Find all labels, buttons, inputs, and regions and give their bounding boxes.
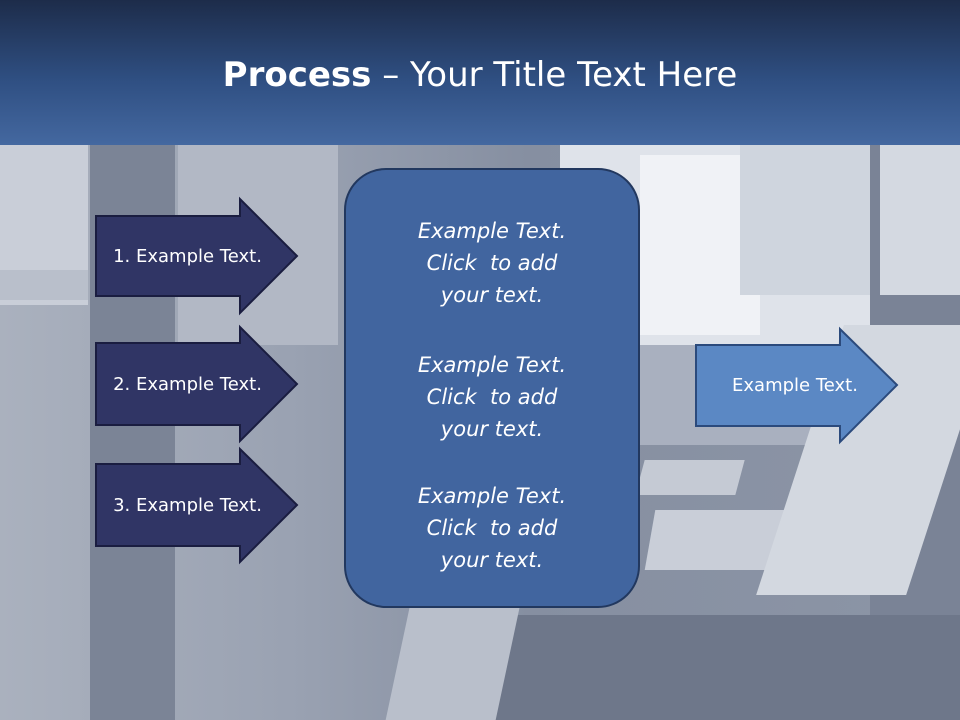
center-text-line: your text. [440, 548, 544, 572]
center-text-box[interactable]: Example Text. Click to add your text. Ex… [344, 168, 640, 608]
center-text-block-2: Example Text. Click to add your text. [346, 349, 638, 445]
slide-title[interactable]: Process – Your Title Text Here [0, 52, 960, 98]
left-arrow-1[interactable]: 1. Example Text. [95, 196, 300, 316]
center-text-line: your text. [440, 417, 544, 441]
arrow-shape-1 [95, 196, 299, 316]
right-arrow[interactable]: Example Text. [695, 326, 900, 445]
center-text-line: Click to add [426, 251, 558, 275]
center-text-line: your text. [440, 283, 544, 307]
left-arrow-label-1: 1. Example Text. [113, 245, 262, 267]
center-text-line: Click to add [426, 516, 558, 540]
title-separator: – [371, 55, 411, 95]
center-text-line: Example Text. [417, 219, 567, 243]
arrow-shape-3 [95, 446, 299, 565]
title-rest: Your Title Text Here [410, 55, 738, 95]
left-arrow-3[interactable]: 3. Example Text. [95, 446, 300, 565]
title-bold: Process [222, 55, 372, 95]
right-arrow-label: Example Text. [732, 374, 858, 396]
center-text-block-1: Example Text. Click to add your text. [346, 215, 638, 311]
center-text-line: Example Text. [417, 353, 567, 377]
center-text-block-3: Example Text. Click to add your text. [346, 480, 638, 576]
left-arrow-label-3: 3. Example Text. [113, 494, 262, 516]
header-bar [0, 0, 960, 145]
right-arrow-shape [695, 326, 899, 445]
arrow-shape-2 [95, 324, 299, 444]
center-text-line: Example Text. [417, 484, 567, 508]
left-arrow-label-2: 2. Example Text. [113, 373, 262, 395]
left-arrow-2[interactable]: 2. Example Text. [95, 324, 300, 444]
center-text-line: Click to add [426, 385, 558, 409]
